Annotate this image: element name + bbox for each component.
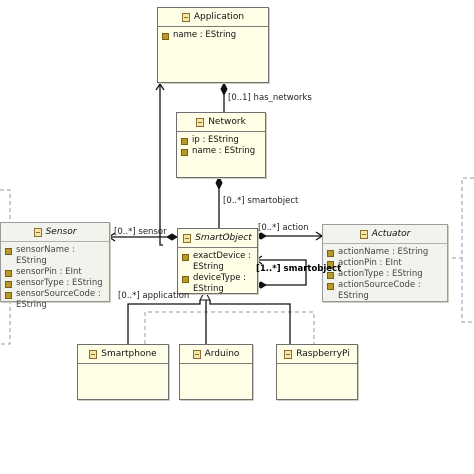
eattribute-icon	[162, 33, 169, 40]
class-name: Network	[208, 117, 246, 127]
class-arduino[interactable]: Arduino	[179, 344, 253, 400]
class-raspberrypi[interactable]: RaspberryPi	[276, 344, 358, 400]
eattribute-icon	[181, 149, 188, 156]
eattribute-icon	[181, 138, 188, 145]
class-smartobject[interactable]: SmartObject exactDevice : EString device…	[177, 228, 258, 294]
attribute-row[interactable]: actionSourceCode : EString	[327, 280, 443, 302]
eattribute-icon	[5, 248, 12, 255]
generalization-triangle	[199, 289, 211, 301]
eattribute-icon	[327, 283, 334, 290]
class-header: Smartphone	[78, 345, 168, 364]
class-name: SmartObject	[195, 233, 252, 243]
eclass-icon	[181, 12, 190, 22]
eclass-icon	[89, 349, 98, 359]
attribute-row[interactable]: ip : EString	[181, 135, 261, 146]
attribute-row[interactable]: deviceType : EString	[182, 273, 253, 295]
class-network[interactable]: Network ip : EString name : EString	[176, 112, 266, 178]
attribute-label: name : EString	[192, 146, 256, 156]
class-header: Network	[177, 113, 265, 132]
attribute-label: deviceType : EString	[193, 273, 247, 294]
attribute-label: sensorPin : EInt	[16, 267, 82, 277]
attribute-row[interactable]: name : EString	[162, 30, 264, 41]
eattribute-icon	[5, 281, 12, 288]
attribute-label: name : EString	[173, 30, 237, 40]
attribute-row[interactable]: sensorType : EString	[5, 278, 105, 289]
dashed-connectors	[0, 177, 474, 345]
class-header: SmartObject	[178, 229, 257, 248]
eattribute-icon	[327, 261, 334, 268]
attribute-label: actionSourceCode : EString	[338, 280, 421, 301]
diamond-application	[220, 81, 228, 97]
attribute-label: sensorSourceCode : EString	[16, 289, 101, 310]
reference-label-application: [0..*] application	[118, 291, 190, 301]
diamond-smartobject-action	[255, 232, 267, 240]
class-header: Application	[158, 8, 268, 27]
eclass-icon	[284, 349, 293, 359]
eattribute-icon	[5, 292, 12, 299]
eattribute-icon	[5, 270, 12, 277]
attribute-label: exactDevice : EString	[193, 251, 251, 272]
class-header: Arduino	[180, 345, 252, 364]
class-header: Actuator	[323, 225, 447, 244]
attribute-row[interactable]: actionType : EString	[327, 269, 443, 280]
attribute-row[interactable]: actionName : EString	[327, 247, 443, 258]
class-header: RaspberryPi	[277, 345, 357, 364]
eclass-icon	[196, 117, 205, 127]
eclass-icon	[33, 227, 42, 237]
class-name: Sensor	[45, 227, 77, 237]
class-name: Actuator	[371, 229, 411, 239]
diamond-smartobject-sensor	[166, 233, 178, 241]
diamond-smartobject-self	[255, 281, 267, 289]
attribute-row[interactable]: sensorName : EString	[5, 245, 105, 267]
reference-label-smartobject-self: [1..*] smartobject	[256, 264, 342, 274]
eclass-icon	[359, 229, 368, 239]
attribute-label: ip : EString	[192, 135, 239, 145]
arrowhead-application	[155, 82, 165, 91]
reference-label-has-networks: [0..1] has_networks	[228, 93, 312, 103]
diamond-network	[215, 175, 223, 191]
class-header: Sensor	[1, 223, 109, 242]
class-name: Smartphone	[101, 349, 157, 359]
class-name: Application	[193, 12, 245, 22]
class-smartphone[interactable]: Smartphone	[77, 344, 169, 400]
attribute-label: actionType : EString	[338, 269, 423, 279]
eattribute-icon	[182, 254, 189, 261]
attribute-row[interactable]: exactDevice : EString	[182, 251, 253, 273]
attribute-row[interactable]: name : EString	[181, 146, 261, 157]
class-application[interactable]: Application name : EString	[157, 7, 269, 83]
reference-label-sensor: [0..*] sensor	[114, 227, 167, 237]
attribute-row[interactable]: sensorSourceCode : EString	[5, 289, 105, 311]
attribute-label: sensorType : EString	[16, 278, 103, 288]
eattribute-icon	[182, 276, 189, 283]
eattribute-icon	[327, 272, 334, 279]
attribute-label: actionName : EString	[338, 247, 429, 257]
containment-diamonds	[166, 81, 267, 289]
class-name: Arduino	[204, 349, 240, 359]
reference-label-action: [0..*] action	[258, 223, 309, 233]
class-actuator[interactable]: Actuator actionName : EString actionPin …	[322, 224, 448, 302]
class-name: RaspberryPi	[296, 349, 350, 359]
attribute-row[interactable]: sensorPin : EInt	[5, 267, 105, 278]
attribute-label: actionPin : EInt	[338, 258, 402, 268]
eclass-icon	[192, 349, 201, 359]
attribute-row[interactable]: actionPin : EInt	[327, 258, 443, 269]
attribute-label: sensorName : EString	[16, 245, 75, 266]
class-sensor[interactable]: Sensor sensorName : EString sensorPin : …	[0, 222, 110, 310]
reference-label-smartobject: [0..*] smartobject	[223, 196, 299, 206]
eattribute-icon	[327, 250, 334, 257]
eclass-icon	[183, 233, 192, 243]
